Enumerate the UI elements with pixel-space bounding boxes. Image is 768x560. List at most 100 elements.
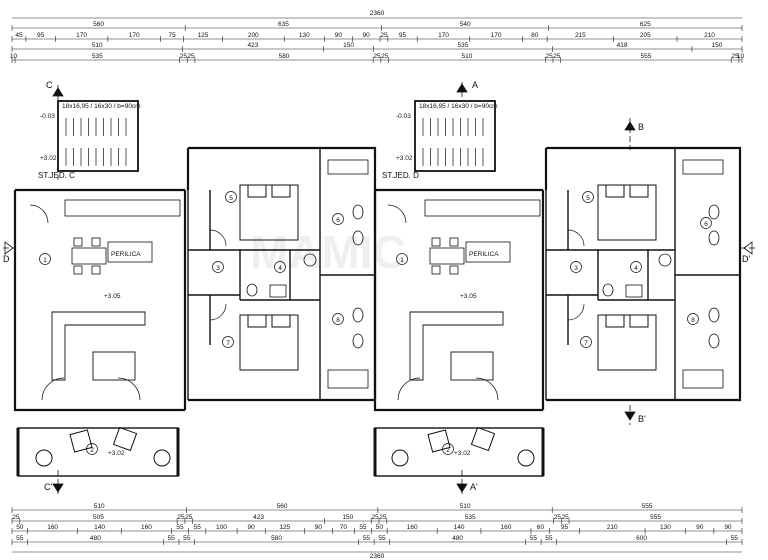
right-unit — [373, 100, 742, 412]
dimension-label: 55 — [168, 535, 176, 542]
room-number: 4 — [634, 265, 638, 272]
room-number-circle — [225, 191, 237, 203]
dimension-label: 540 — [460, 21, 471, 28]
dimension-label: 170 — [129, 32, 140, 39]
stair-right-label: ST.JED. D — [382, 171, 419, 180]
level-terrace-left: +3.02 — [108, 450, 125, 457]
bottom-dimension-lines — [12, 509, 742, 553]
dimension-label: 625 — [640, 21, 651, 28]
dimension-label: 25 — [177, 514, 185, 521]
dimension-label: 55 — [731, 535, 739, 542]
level-left-top: -0.03 — [40, 113, 55, 120]
dimension-label: 55 — [378, 535, 386, 542]
section-a-label: A — [472, 80, 478, 90]
room-number: 1 — [400, 257, 404, 264]
dimension-label: 170 — [76, 32, 87, 39]
dimension-label: 10 — [10, 53, 18, 60]
dimension-label: 25 — [553, 53, 561, 60]
stair-left-label: ST.JED. C — [38, 171, 75, 180]
dimension-label: 75 — [168, 32, 176, 39]
section-markers — [3, 82, 755, 495]
dimension-label: 510 — [460, 503, 471, 510]
dimension-label: 25 — [372, 514, 380, 521]
section-d-label: D — [3, 254, 10, 264]
room-number: 3 — [574, 265, 578, 272]
dimension-label: 560 — [277, 503, 288, 510]
dimension-label: 215 — [575, 32, 586, 39]
dimension-label: 555 — [650, 514, 661, 521]
room-number-circle — [332, 213, 344, 225]
room-number: 8 — [691, 317, 695, 324]
dimension-label: 70 — [340, 524, 348, 531]
dimension-label: 125 — [198, 32, 209, 39]
section-d-prime-label: D' — [742, 254, 750, 264]
dimension-label: 90 — [248, 524, 256, 531]
room-number: 4 — [278, 265, 282, 272]
left-interior-walls — [187, 148, 375, 400]
section-b-prime-label: B' — [638, 414, 646, 424]
dimension-label: 90 — [315, 524, 323, 531]
room-number: 2 — [446, 447, 450, 454]
dimension-label: 130 — [299, 32, 310, 39]
dimension-label: 90 — [363, 32, 371, 39]
room-number: 7 — [584, 340, 588, 347]
kitchen-counters — [64, 199, 541, 263]
dimension-label: 423 — [248, 42, 259, 49]
terrace-furniture — [35, 426, 535, 467]
island-left-label: PERILICA — [111, 251, 141, 258]
dimension-label: 50 — [16, 524, 24, 531]
room-number-circle — [700, 217, 712, 229]
dimension-label: 140 — [94, 524, 105, 531]
dimension-label: 25 — [381, 53, 389, 60]
room-number-circle — [212, 261, 224, 273]
right-terrace — [373, 427, 545, 477]
dimension-label: 55 — [530, 535, 538, 542]
room-number-circle — [442, 443, 454, 455]
dimension-label: 90 — [335, 32, 343, 39]
room-number: 6 — [336, 217, 340, 224]
room-number: 1 — [43, 257, 47, 264]
dimension-label: 95 — [561, 524, 569, 531]
room-number-circle — [580, 336, 592, 348]
dimension-label: 10 — [737, 53, 745, 60]
dimension-label: 480 — [90, 535, 101, 542]
dimension-label: 160 — [47, 524, 58, 531]
dimension-label: 25 — [373, 53, 381, 60]
dimension-label: 90 — [696, 524, 704, 531]
dimension-label: 510 — [461, 53, 472, 60]
room-number-circle — [39, 253, 51, 265]
dimension-label: 80 — [531, 32, 539, 39]
dimension-label: 55 — [545, 535, 553, 542]
level-terrace-right: +3.02 — [454, 450, 471, 457]
room-number-circle — [274, 261, 286, 273]
dimension-label: 555 — [641, 53, 652, 60]
stair-right-spec: 18x16,95 / 16x30 / b=90cm — [419, 103, 498, 110]
dimension-label: 160 — [407, 524, 418, 531]
watermark: MAMIC — [250, 226, 406, 278]
dimension-label: 25 — [12, 514, 20, 521]
section-a-prime-label: A' — [470, 482, 478, 492]
dimension-label: 55 — [16, 535, 24, 542]
stair-left-spec: 18x16,95 / 16x30 / b=90cm — [62, 103, 141, 110]
dining-tables — [71, 237, 465, 275]
dimension-label: 25 — [380, 32, 388, 39]
door-swings — [29, 204, 585, 401]
dimension-label: 125 — [279, 524, 290, 531]
room-number: 5 — [586, 195, 590, 202]
room-number-circle — [396, 253, 408, 265]
dimension-label: 25 — [554, 514, 562, 521]
dimension-label: 25 — [185, 514, 193, 521]
dimension-label: 510 — [94, 503, 105, 510]
dimension-label: 510 — [92, 42, 103, 49]
room-number: 8 — [336, 317, 340, 324]
dimension-label: 90 — [724, 524, 732, 531]
dimension-label: 140 — [454, 524, 465, 531]
dimension-label: 580 — [271, 535, 282, 542]
level-living-right: +3.05 — [460, 293, 477, 300]
room-number: 2 — [90, 447, 94, 454]
room-number: 7 — [226, 340, 230, 347]
dimension-label: 535 — [92, 53, 103, 60]
dimension-total-top: 2360 — [370, 10, 385, 17]
level-living-left: +3.05 — [104, 293, 121, 300]
